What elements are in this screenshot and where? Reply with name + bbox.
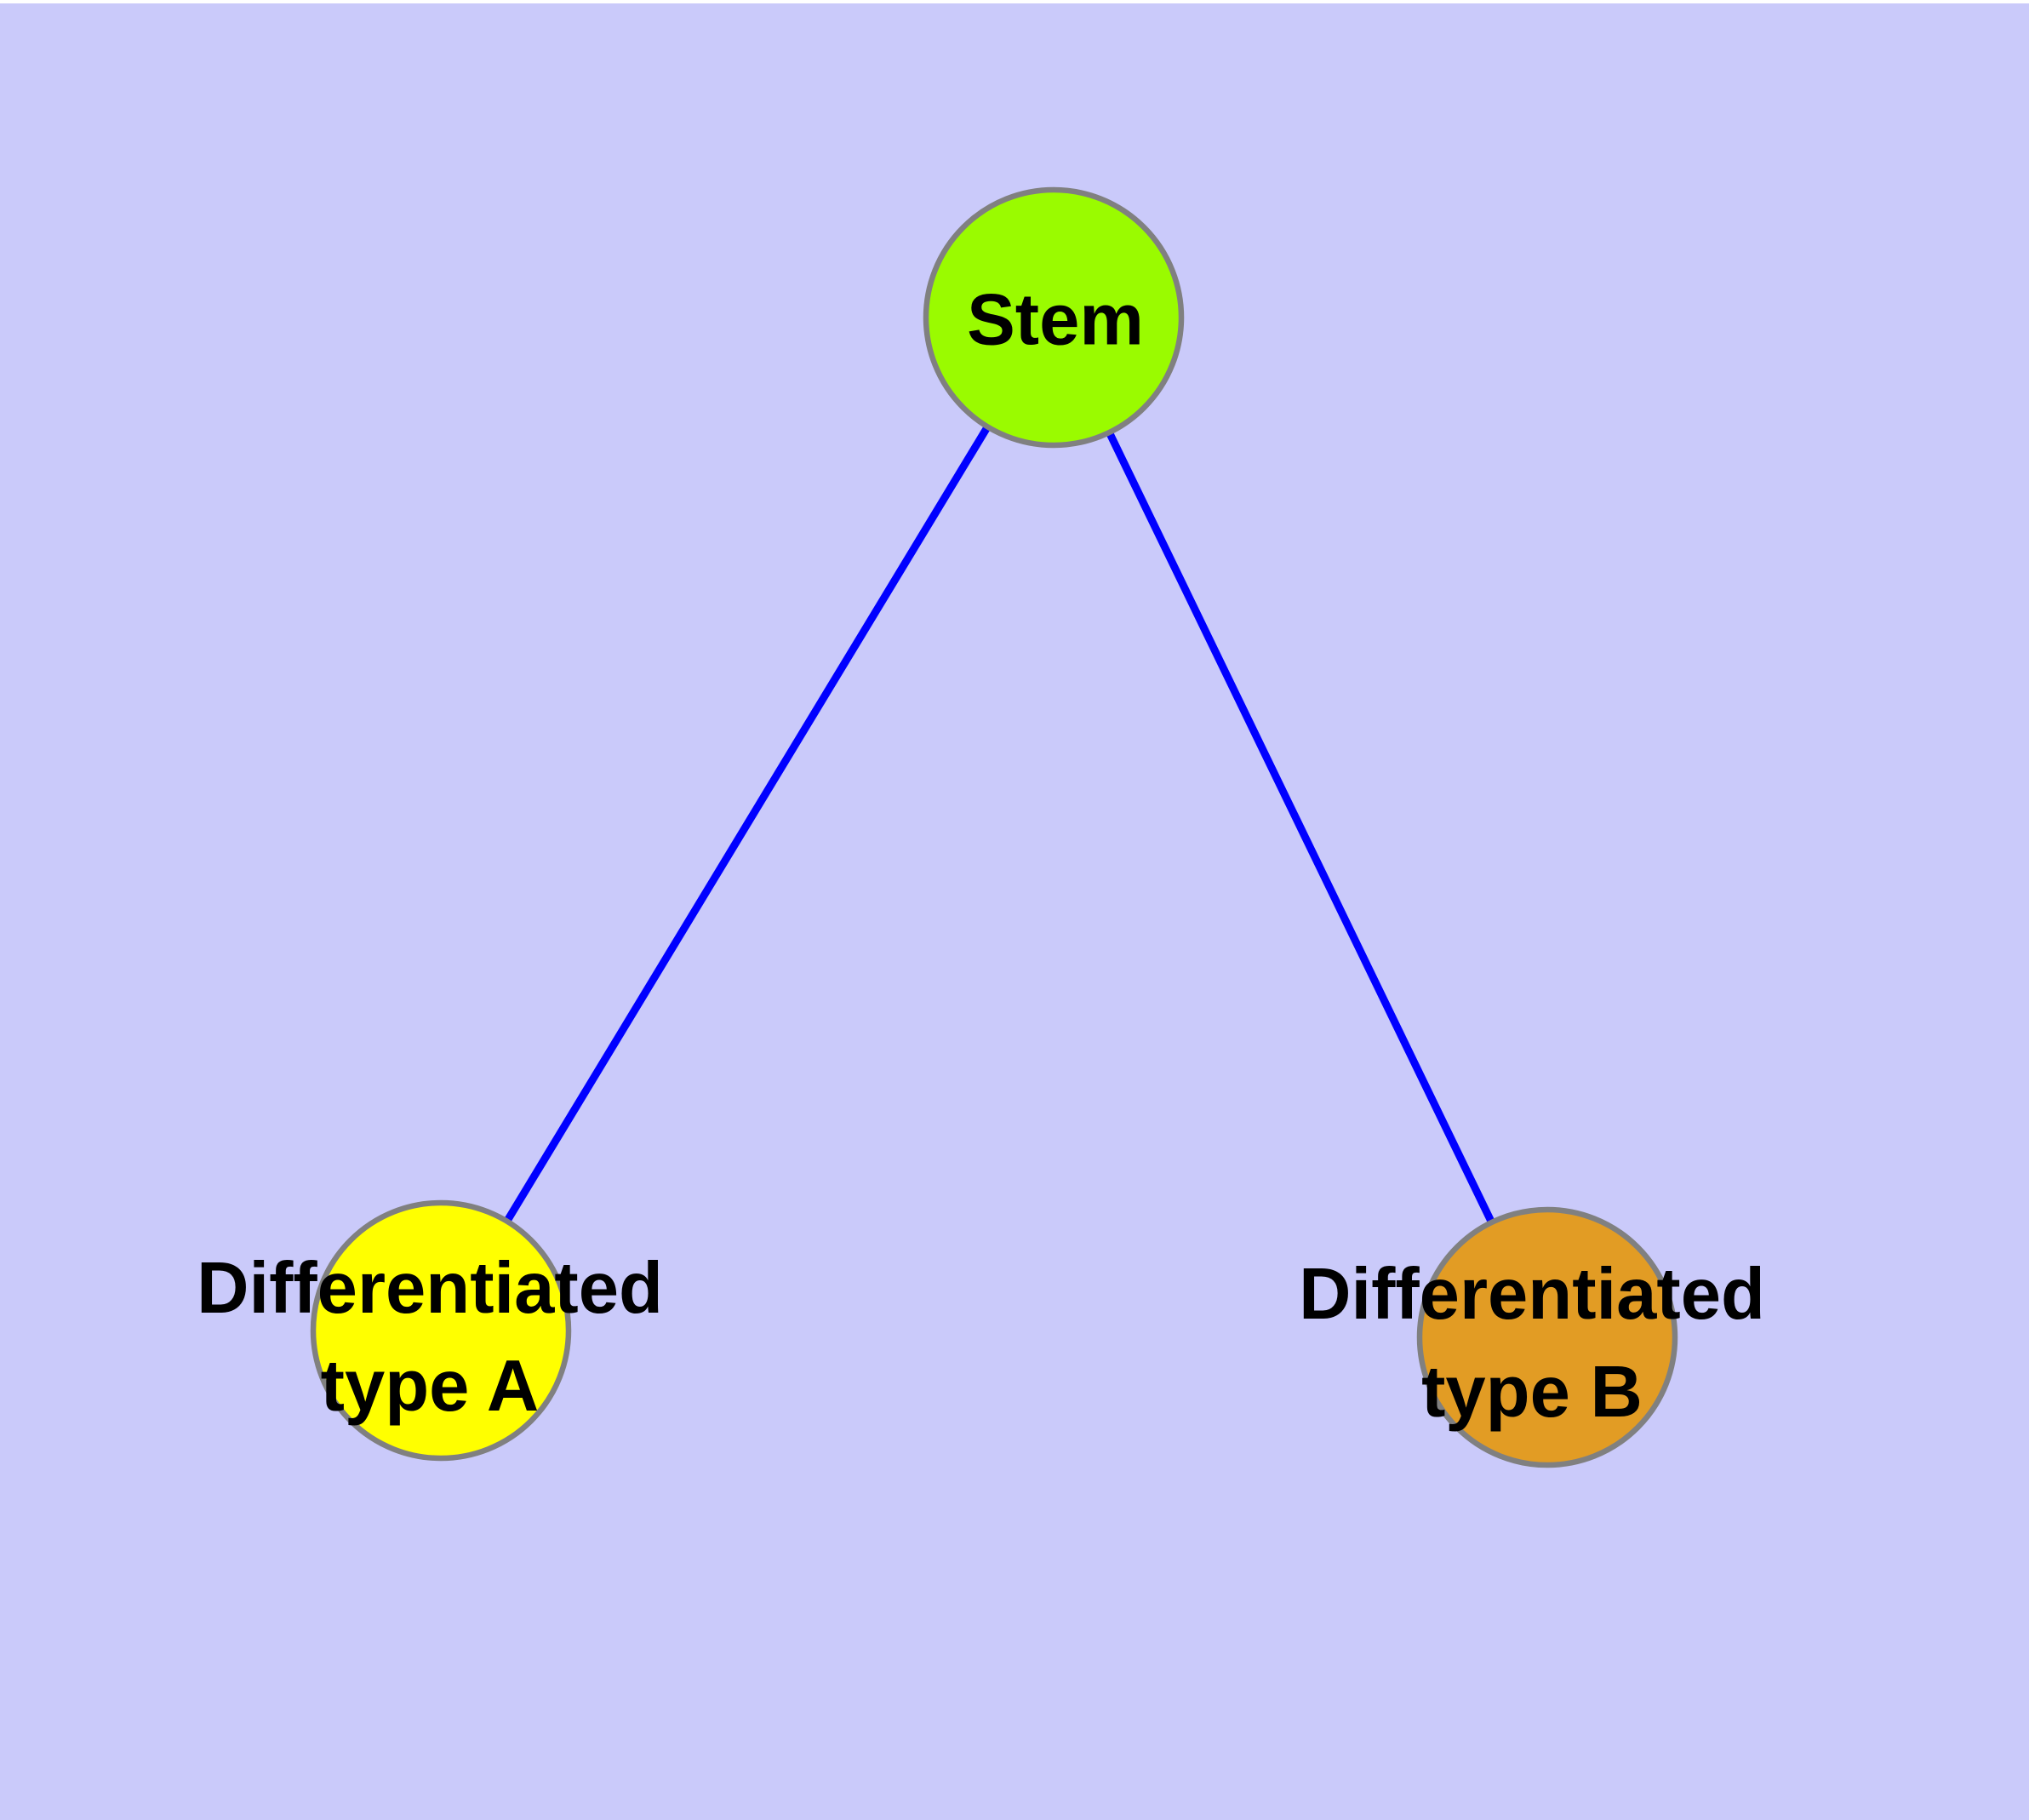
node-type-b: [1416, 1206, 1678, 1468]
node-type-a: [310, 1199, 572, 1462]
node-stem-label: Stem: [967, 279, 1144, 361]
node-type-a-label: Differentiated type A: [197, 1248, 663, 1427]
node-stem: [923, 186, 1185, 449]
node-type-b-label: Differentiated type B: [1299, 1254, 1765, 1433]
edge-stem-to-type-b: [1049, 316, 1552, 1339]
edge-stem-to-type-a: [437, 315, 1057, 1333]
